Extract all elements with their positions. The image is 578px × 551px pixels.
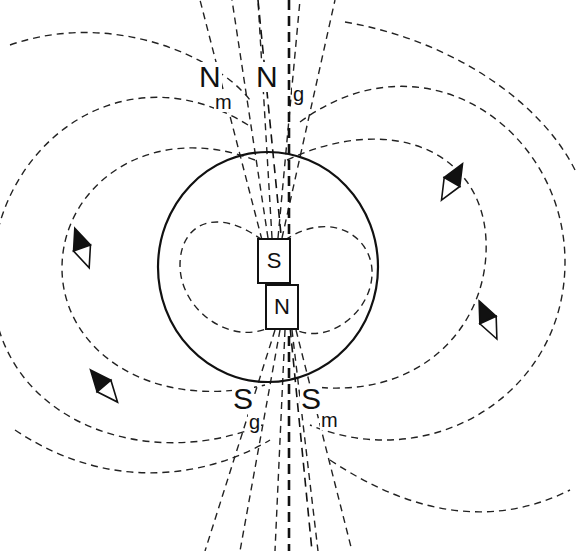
field-line bbox=[258, 0, 272, 238]
magnet-pole: N bbox=[265, 284, 299, 330]
field-line bbox=[300, 86, 565, 440]
pole-label: N bbox=[255, 62, 279, 92]
field-line bbox=[0, 97, 262, 442]
pole-subscript: g bbox=[292, 84, 305, 104]
pole-letter: S bbox=[267, 250, 282, 272]
compass-needle bbox=[471, 297, 505, 343]
pole-subscript: g bbox=[248, 412, 261, 432]
pole-letter: N bbox=[274, 296, 290, 318]
field-line bbox=[232, 0, 268, 238]
field-line bbox=[180, 222, 268, 332]
field-line bbox=[62, 148, 265, 392]
earth-outline bbox=[158, 152, 378, 382]
field-line bbox=[330, 460, 570, 512]
pole-subscript: m bbox=[320, 410, 339, 430]
compass-needle bbox=[84, 364, 125, 408]
field-line bbox=[292, 330, 318, 551]
field-line bbox=[200, 0, 262, 240]
pole-label: N bbox=[198, 62, 222, 92]
field-line bbox=[10, 33, 250, 101]
field-line bbox=[205, 330, 275, 551]
pole-label: S bbox=[300, 384, 322, 414]
pole-subscript: m bbox=[214, 92, 233, 112]
field-line bbox=[345, 22, 575, 170]
magnet-pole: S bbox=[257, 238, 291, 284]
field-line bbox=[296, 330, 352, 551]
field-line bbox=[15, 430, 270, 473]
pole-label: S bbox=[232, 384, 254, 414]
field-line bbox=[240, 330, 280, 551]
field-line bbox=[275, 330, 285, 551]
field-line bbox=[287, 139, 486, 388]
compass-needle bbox=[66, 225, 97, 271]
compass-needle bbox=[434, 159, 471, 204]
